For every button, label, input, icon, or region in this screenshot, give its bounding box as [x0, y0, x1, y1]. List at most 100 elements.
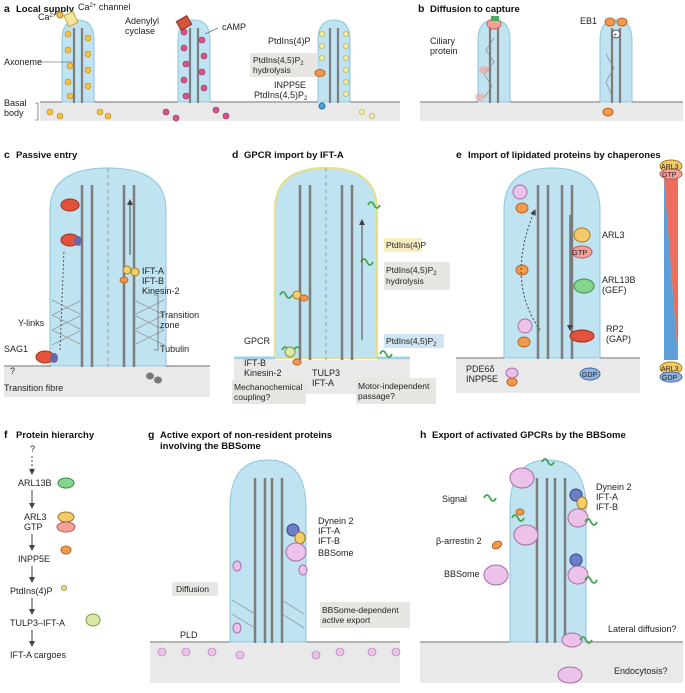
plus-end-icon [611, 29, 621, 39]
capture-cap-icon [491, 16, 499, 21]
label-pde6: PDE6δ [466, 364, 495, 374]
label-axoneme: Axoneme [4, 57, 42, 67]
label-hydro2-d: hydrolysis [386, 276, 424, 286]
label-gtp-top: GTP [662, 172, 677, 179]
panel-g-title1: Active export of non-resident proteins [160, 430, 332, 441]
label-gtp-f: GTP [24, 522, 43, 532]
label-tubulin: Tubulin [160, 344, 189, 354]
molecule-dot [172, 114, 180, 122]
label-motor2: passage? [358, 391, 395, 401]
inpp5e-icon [314, 69, 326, 77]
molecule-dot [335, 647, 345, 657]
label-ptdins4p-a: PtdIns(4)P [268, 36, 311, 46]
molecule-dot [84, 50, 92, 58]
label-kinesin-d: Kinesin-2 [244, 368, 282, 378]
panel-h-letter: h [420, 429, 426, 441]
callout-hydrolysis-a [250, 53, 318, 77]
label-dep2: active export [322, 615, 371, 625]
molecule-dot [200, 52, 208, 60]
label-q-f: ? [30, 444, 35, 454]
svg-text:GDP: GDP [582, 372, 598, 379]
panel-f-letter: f [4, 429, 8, 441]
protein-icon [60, 198, 80, 212]
label-endo: Endocytosis? [614, 666, 668, 676]
arl3-icon [573, 227, 591, 243]
label-inpp5e-f: INPP5E [18, 554, 50, 564]
kinesin-icon [119, 276, 129, 284]
molecule-dot [64, 46, 72, 54]
label-tulp3-f: TULP3–IFT-A [10, 618, 65, 628]
panel-a: a Local supply Ca2+ Ca2+ ch [4, 2, 400, 122]
label-ptdins4p-f: PtdIns(4)P [10, 586, 53, 596]
panel-c: c Passive entry IFT-A IFT-B Kinesin-2 Y-… [4, 149, 210, 397]
cilium-b2 [599, 19, 633, 112]
molecule-dot [359, 109, 365, 115]
molecule-dot [319, 43, 325, 49]
panel-b-title: Diffusion to capture [430, 4, 520, 15]
label-signal: Signal [442, 494, 467, 504]
panel-g-title2: involving the BBSome [160, 441, 261, 452]
label-mech1: Mechanochemical [234, 382, 303, 392]
molecule-dot [343, 91, 349, 97]
molecule-dot [343, 67, 349, 73]
label-hydro2-a: hydrolysis [253, 65, 291, 75]
panel-e-title: Import of lipidated proteins by chaperon… [468, 150, 661, 161]
label-basal: Basal [4, 98, 27, 108]
adenylyl-cyclase-icon [175, 14, 193, 32]
molecule-dot [96, 108, 104, 116]
label-protein-b: protein [430, 46, 458, 56]
label-ylinks: Y-links [18, 318, 45, 328]
label-gef: (GEF) [602, 285, 627, 295]
panel-g: g Active export of non-resident proteins… [148, 429, 410, 683]
label-gdp-bot: GDP [662, 375, 678, 382]
label-tz2: zone [160, 320, 180, 330]
rp2-icon [569, 329, 595, 343]
dynein-icon [286, 523, 300, 537]
label-q-c: ? [10, 366, 15, 376]
panel-a-title: Local supply [16, 4, 75, 15]
label-arl3-bot: ARL3 [661, 366, 679, 373]
molecule-dot [64, 78, 72, 86]
ca-channel-icon [63, 10, 79, 28]
label-dynein-h: Dynein 2 [596, 482, 632, 492]
label-body: body [4, 108, 24, 118]
molecule-dot [311, 650, 321, 660]
callout-ptdins45-d [384, 334, 444, 348]
molecule-dot [343, 55, 349, 61]
molecule-dot [198, 36, 206, 44]
molecule-dot [319, 31, 325, 37]
label-inpp5e-e: INPP5E [466, 374, 498, 384]
panel-f: f Protein hierarchy ? ARL13B ARL3 GTP IN… [4, 429, 101, 660]
label-bbsome-g: BBSome [318, 548, 354, 558]
label-cyclase: cyclase [125, 26, 155, 36]
panel-e: e Import of lipidated proteins by chaper… [456, 149, 683, 393]
panel-c-title: Passive entry [16, 150, 78, 161]
molecule-dot [46, 108, 54, 116]
ca-ion-icon [56, 11, 64, 19]
panel-d: d GPCR import by IFT-A PtdIns(4)P PtdIns… [232, 149, 450, 404]
cilium-g [229, 459, 307, 643]
label-mech2: coupling? [234, 392, 271, 402]
label-hydro1-d: PtdIns(4,5)P2 [386, 265, 437, 277]
label-ciliary-b: Ciliary [430, 36, 456, 46]
diffusion-path [483, 37, 495, 99]
ptdins45-icon [318, 102, 326, 110]
label-tz1: Transition [160, 310, 199, 320]
molecule-dot [367, 647, 377, 657]
cilium-a3 [317, 19, 351, 112]
molecule-dot [369, 113, 375, 119]
label-ptdins4p-d: PtdIns(4)P [386, 240, 426, 250]
molecule-dot [180, 76, 188, 84]
label-cargoes: IFT-A cargoes [10, 650, 67, 660]
panel-d-letter: d [232, 149, 238, 161]
molecule-dot [162, 108, 170, 116]
callout-ptdins4p-d [384, 238, 422, 252]
label-hydro1-a: PtdIns(4,5)P2 [253, 55, 304, 67]
molecule-dot [343, 31, 349, 37]
molecule-dot [198, 68, 206, 76]
cilium-b1 [477, 19, 511, 112]
label-gpcr: GPCR [244, 336, 271, 346]
molecule-dot [66, 62, 74, 70]
